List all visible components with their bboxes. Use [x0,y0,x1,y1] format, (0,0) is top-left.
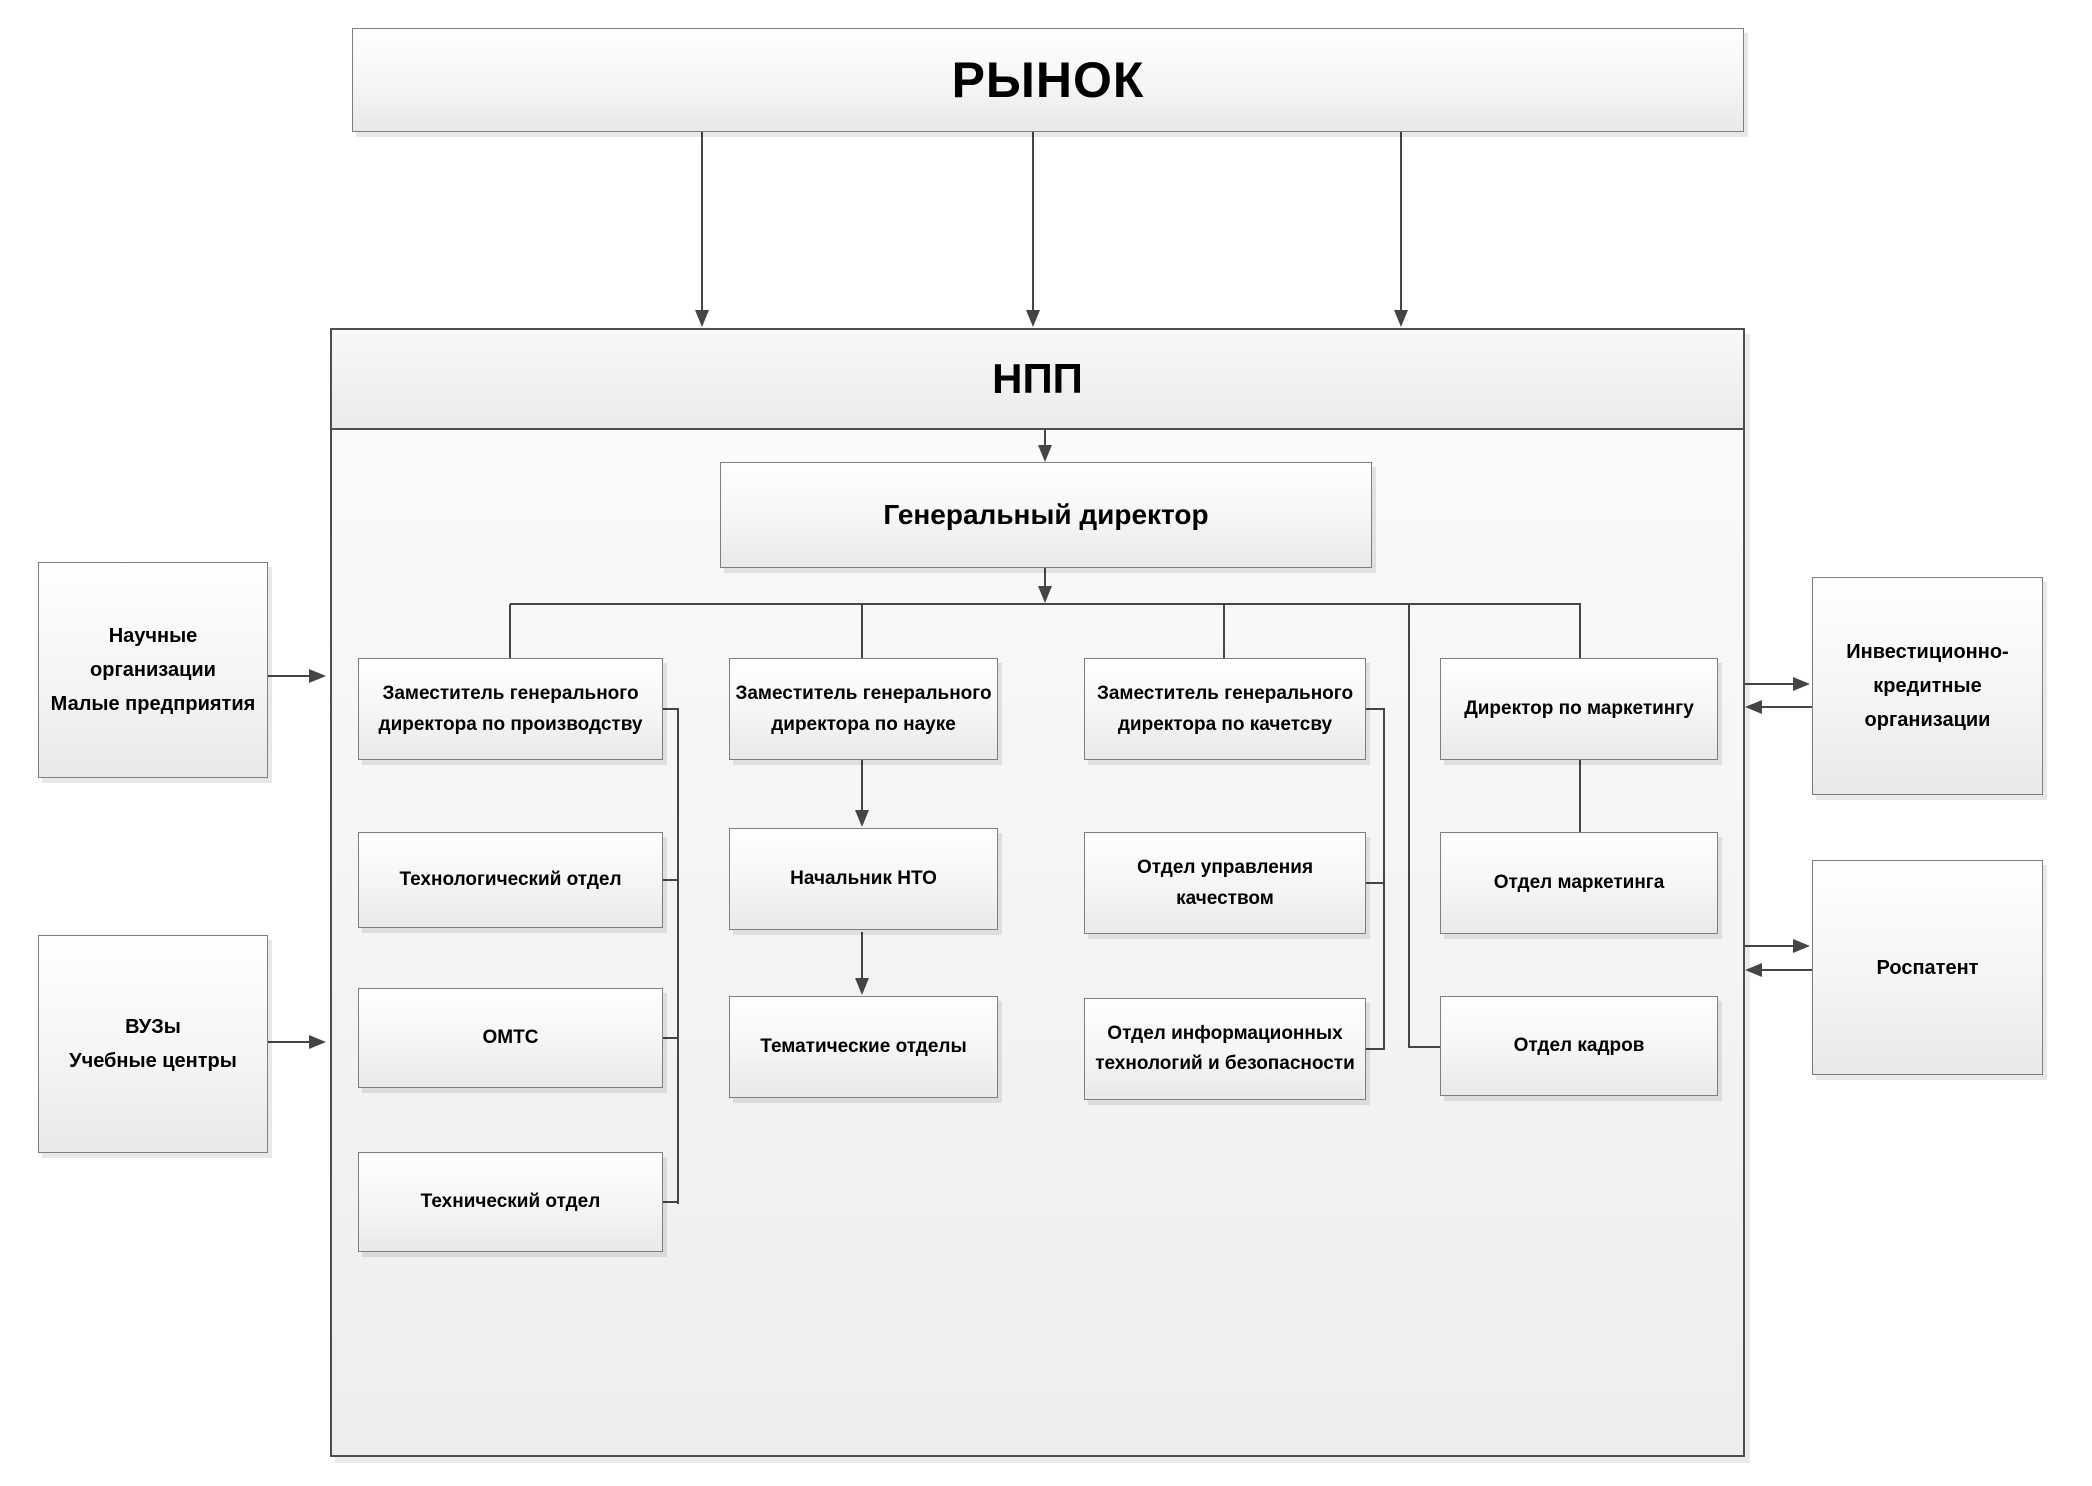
connector-quality-stub-2 [1366,882,1385,884]
marketing-director-box: Директор по маркетингу [1440,658,1718,760]
arrowhead-down-icon [1038,445,1052,462]
connector-marketing-dept [1579,760,1581,834]
hr-dept-box: Отдел кадров [1440,996,1718,1096]
connector-production-bracket [677,708,679,1204]
connector-drop-science [861,604,863,659]
connector-production-stub-1 [663,708,679,710]
connector-quality-stub-3 [1366,1048,1385,1050]
market-to-npp-arrow-1 [701,132,703,312]
connector-branch-line [510,603,1581,605]
arrowhead-left-icon [1745,963,1762,977]
arrowhead-left-icon [1745,700,1762,714]
universities-box: ВУЗы Учебные центры [38,935,268,1153]
arrowhead-down-icon [1038,586,1052,603]
arrowhead-down-icon [855,810,869,827]
npp-to-director-arrow [1044,430,1046,446]
connector-production-stub-3 [663,1037,679,1039]
npp-to-investment-arrow [1745,683,1795,685]
connector-hr-horizontal [1408,1046,1440,1048]
investment-credit-orgs-box: Инвестиционно-кредитные организации [1812,577,2043,795]
deputy-science-box: Заместитель генерального директора по на… [729,658,998,760]
connector-production-stub-4 [663,1201,679,1203]
arrowhead-right-icon [1793,939,1810,953]
arrowhead-right-icon [1793,677,1810,691]
general-director-box: Генеральный директор [720,462,1372,568]
connector-hr-vertical [1408,604,1410,1048]
market-to-npp-arrow-2 [1032,132,1034,312]
nto-to-thematic-arrow [861,932,863,979]
npp-to-rospatent-arrow [1745,945,1795,947]
nto-head-box: Начальник НТО [729,828,998,930]
omts-dept-box: ОМТС [358,988,663,1088]
rospatent-box: Роспатент [1812,860,2043,1075]
quality-management-dept-box: Отдел управления качеством [1084,832,1366,934]
deputy-production-box: Заместитель генерального директора по пр… [358,658,663,760]
market-to-npp-arrow-3 [1400,132,1402,312]
arrowhead-right-icon [309,669,326,683]
rospatent-to-npp-arrow [1762,969,1812,971]
science-orgs-to-npp-arrow [268,675,312,677]
science-to-nto-arrow [861,760,863,811]
marketing-dept-box: Отдел маркетинга [1440,832,1718,934]
connector-production-stub-2 [663,879,679,881]
connector-drop-quality [1223,604,1225,659]
connector-drop-production [509,604,511,659]
connector-drop-marketing [1579,604,1581,659]
market-box: РЫНОК [352,28,1744,132]
arrowhead-down-icon [855,978,869,995]
arrowhead-down-icon [1026,310,1040,327]
it-security-dept-box: Отдел информационных технологий и безопа… [1084,998,1366,1100]
deputy-quality-box: Заместитель генерального директора по ка… [1084,658,1366,760]
connector-quality-stub-1 [1366,708,1385,710]
npp-header: НПП [332,330,1743,430]
technology-dept-box: Технологический отдел [358,832,663,928]
investment-to-npp-arrow [1762,706,1812,708]
thematic-depts-box: Тематические отделы [729,996,998,1098]
connector-quality-bracket [1383,708,1385,1050]
arrowhead-right-icon [309,1035,326,1049]
director-to-branch-arrow [1044,568,1046,587]
arrowhead-down-icon [695,310,709,327]
arrowhead-down-icon [1394,310,1408,327]
universities-to-npp-arrow [268,1041,312,1043]
science-orgs-box: Научные организации Малые предприятия [38,562,268,778]
npp-label: НПП [992,355,1083,402]
technical-dept-box: Технический отдел [358,1152,663,1252]
